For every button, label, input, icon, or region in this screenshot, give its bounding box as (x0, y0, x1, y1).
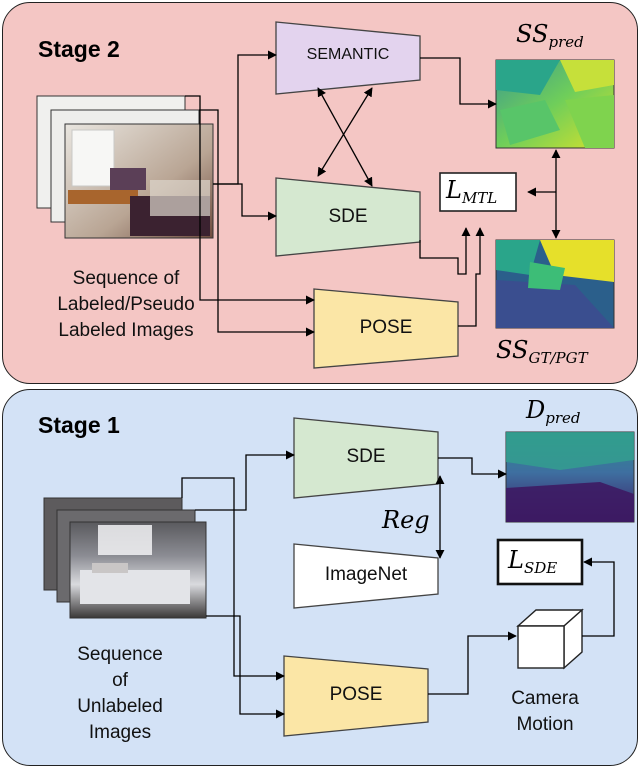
reg-label: Reg (382, 506, 430, 534)
depth-pred-map (505, 431, 635, 523)
camera-motion-caption: Camera Motion (490, 686, 600, 738)
mtl-loss-label: LMTL (446, 176, 497, 207)
sde-loss-main: L (508, 546, 524, 574)
stage2-image-stack (36, 95, 214, 239)
ss-pred-main: SS (516, 20, 549, 48)
ss-pred-sub: pred (548, 33, 584, 51)
stage1-caption-line-4: Images (88, 722, 152, 743)
ss-gt-label: SSGT/PGT (496, 336, 588, 367)
stage1-caption-line-2: of (112, 670, 128, 691)
stage1-caption-line-1: Sequence (77, 644, 163, 665)
stage2-pose-block (313, 288, 459, 369)
ss-gt-map (495, 239, 615, 329)
stage1-caption-line-3: Unlabeled (77, 696, 163, 717)
stage2-caption-line-1: Sequence of (72, 268, 180, 289)
sde-loss-label: LSDE (508, 546, 557, 577)
stage2-input-caption: Sequence of Labeled/Pseudo Labeled Image… (36, 266, 216, 344)
stage1-sde-label: SDE (346, 446, 386, 467)
semantic-label: SEMANTIC (306, 46, 390, 63)
depth-pred-sub: pred (545, 409, 581, 427)
sde-loss-box (496, 538, 584, 586)
ss-pred-label: SSpred (516, 20, 584, 51)
camera-caption-line-2: Motion (516, 714, 574, 735)
ss-pred-map (495, 59, 615, 149)
depth-pred-main: D (526, 396, 546, 424)
stage1-title: Stage 1 (38, 412, 120, 438)
stage2-sde-label: SDE (328, 206, 368, 227)
stage2-caption-line-3: Labeled Images (58, 320, 194, 341)
camera-cube-icon (516, 608, 584, 670)
stage2-pose-label: POSE (359, 317, 413, 338)
stage1-pose-label: POSE (329, 684, 383, 705)
sde-loss-sub: SDE (523, 559, 558, 577)
ss-gt-sub: GT/PGT (528, 349, 588, 367)
stage2-title: Stage 2 (38, 36, 120, 62)
stage1-image-stack (43, 497, 207, 619)
mtl-loss-sub: MTL (461, 189, 498, 207)
mtl-loss-box (439, 172, 517, 212)
mtl-loss-main: L (446, 176, 462, 204)
stage2-caption-line-2: Labeled/Pseudo (57, 294, 195, 315)
imagenet-block (293, 543, 439, 609)
stage1-input-caption: Sequence of Unlabeled Images (40, 642, 200, 746)
stage1-pose-block (283, 655, 429, 737)
imagenet-label: ImageNet (324, 564, 408, 585)
ss-gt-main: SS (496, 336, 529, 364)
semantic-decoder-block (275, 21, 421, 95)
depth-pred-label: Dpred (526, 396, 581, 427)
camera-caption-line-1: Camera (511, 688, 579, 709)
